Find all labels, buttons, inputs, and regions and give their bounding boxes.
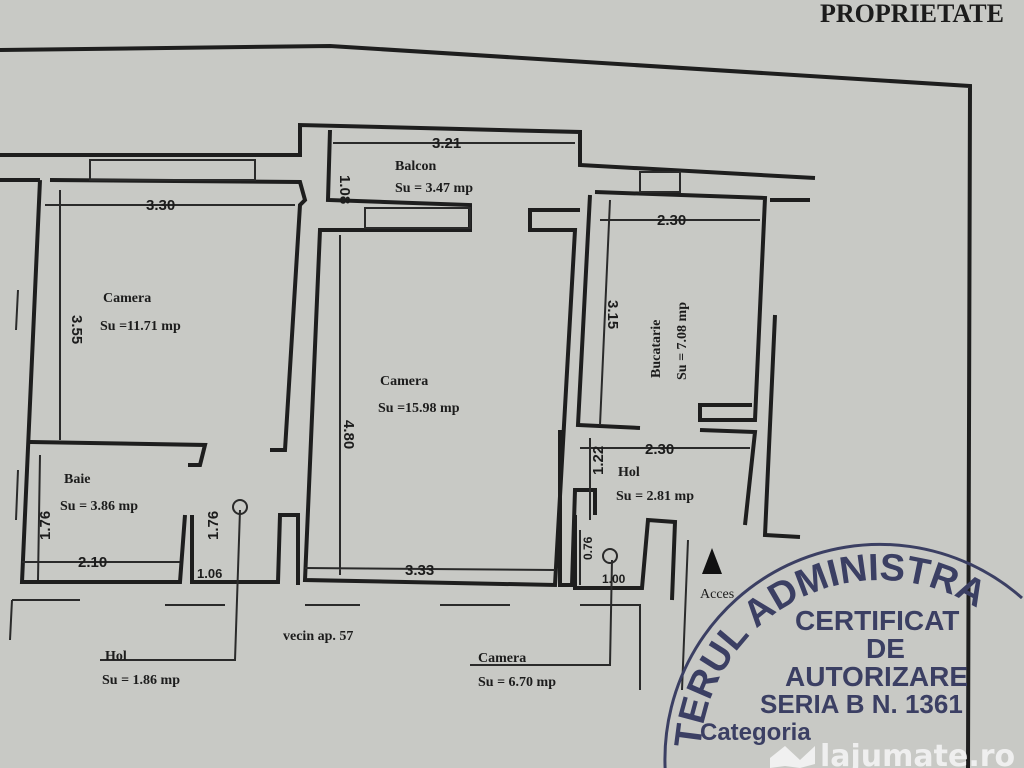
room-area: Su =11.71 mp bbox=[100, 319, 181, 334]
dim: 2.30 bbox=[657, 212, 686, 229]
access-label: Acces bbox=[700, 587, 734, 602]
dim: 1.76 bbox=[205, 511, 222, 540]
dim: 1.22 bbox=[590, 446, 607, 475]
document-title: PROPRIETATE bbox=[820, 0, 1004, 28]
walls bbox=[0, 122, 816, 601]
stamp-line: SERIA B N. 1361 bbox=[760, 689, 963, 719]
room-name: Camera bbox=[103, 291, 151, 306]
dim: 1.00 bbox=[602, 572, 626, 586]
room-name: Balcon bbox=[395, 159, 436, 174]
watermark-logo-icon bbox=[770, 746, 815, 768]
page-frame bbox=[0, 43, 973, 768]
stamp-line: CERTIFICAT bbox=[795, 605, 959, 636]
neighbor-label: vecin ap. 57 bbox=[283, 629, 353, 644]
room-name: Baie bbox=[64, 472, 90, 487]
room-area: Su = 6.70 mp bbox=[478, 675, 556, 690]
dim: 4.80 bbox=[340, 420, 357, 449]
room-labels: Balcon Su = 3.47 mp Camera Su =11.71 mp … bbox=[60, 159, 734, 690]
watermark-text: lajumate.ro bbox=[820, 739, 1015, 768]
dim: 0.76 bbox=[581, 536, 595, 560]
room-area: Su = 3.86 mp bbox=[60, 499, 138, 514]
dim: 2.10 bbox=[78, 554, 107, 571]
room-area: Su = 3.47 mp bbox=[395, 181, 473, 196]
room-area: Su = 1.86 mp bbox=[102, 673, 180, 688]
watermark: lajumate.ro bbox=[770, 739, 1015, 768]
outside-lines bbox=[9, 289, 689, 691]
room-area: Su =15.98 mp bbox=[378, 401, 460, 416]
dim: 2.30 bbox=[645, 441, 674, 458]
room-name: Camera bbox=[380, 374, 428, 389]
dim: 3.30 bbox=[146, 197, 175, 214]
dimension-lines bbox=[22, 142, 760, 585]
room-name: Camera bbox=[478, 651, 526, 666]
room-name: Hol bbox=[618, 465, 640, 480]
dim: 1.06 bbox=[197, 566, 222, 581]
dim: 3.15 bbox=[604, 300, 621, 329]
dim: 1.08 bbox=[336, 175, 353, 204]
room-area: Su = 7.08 mp bbox=[675, 302, 690, 380]
room-name: Bucatarie bbox=[649, 320, 664, 378]
dim: 3.21 bbox=[432, 135, 461, 152]
dim: 3.55 bbox=[68, 315, 85, 344]
room-area: Su = 2.81 mp bbox=[616, 489, 694, 504]
access-arrow-icon bbox=[702, 548, 722, 574]
dim: 3.33 bbox=[405, 562, 434, 579]
dim: 1.76 bbox=[37, 511, 54, 540]
dimension-labels: 3.30 3.55 3.21 1.08 4.80 3.33 2.30 3.15 … bbox=[37, 135, 686, 586]
stamp-line: AUTORIZARE bbox=[785, 661, 968, 692]
stamp-line: DE bbox=[866, 633, 905, 664]
room-name: Hol bbox=[105, 649, 127, 664]
stamp-line: Categoria bbox=[700, 719, 811, 746]
